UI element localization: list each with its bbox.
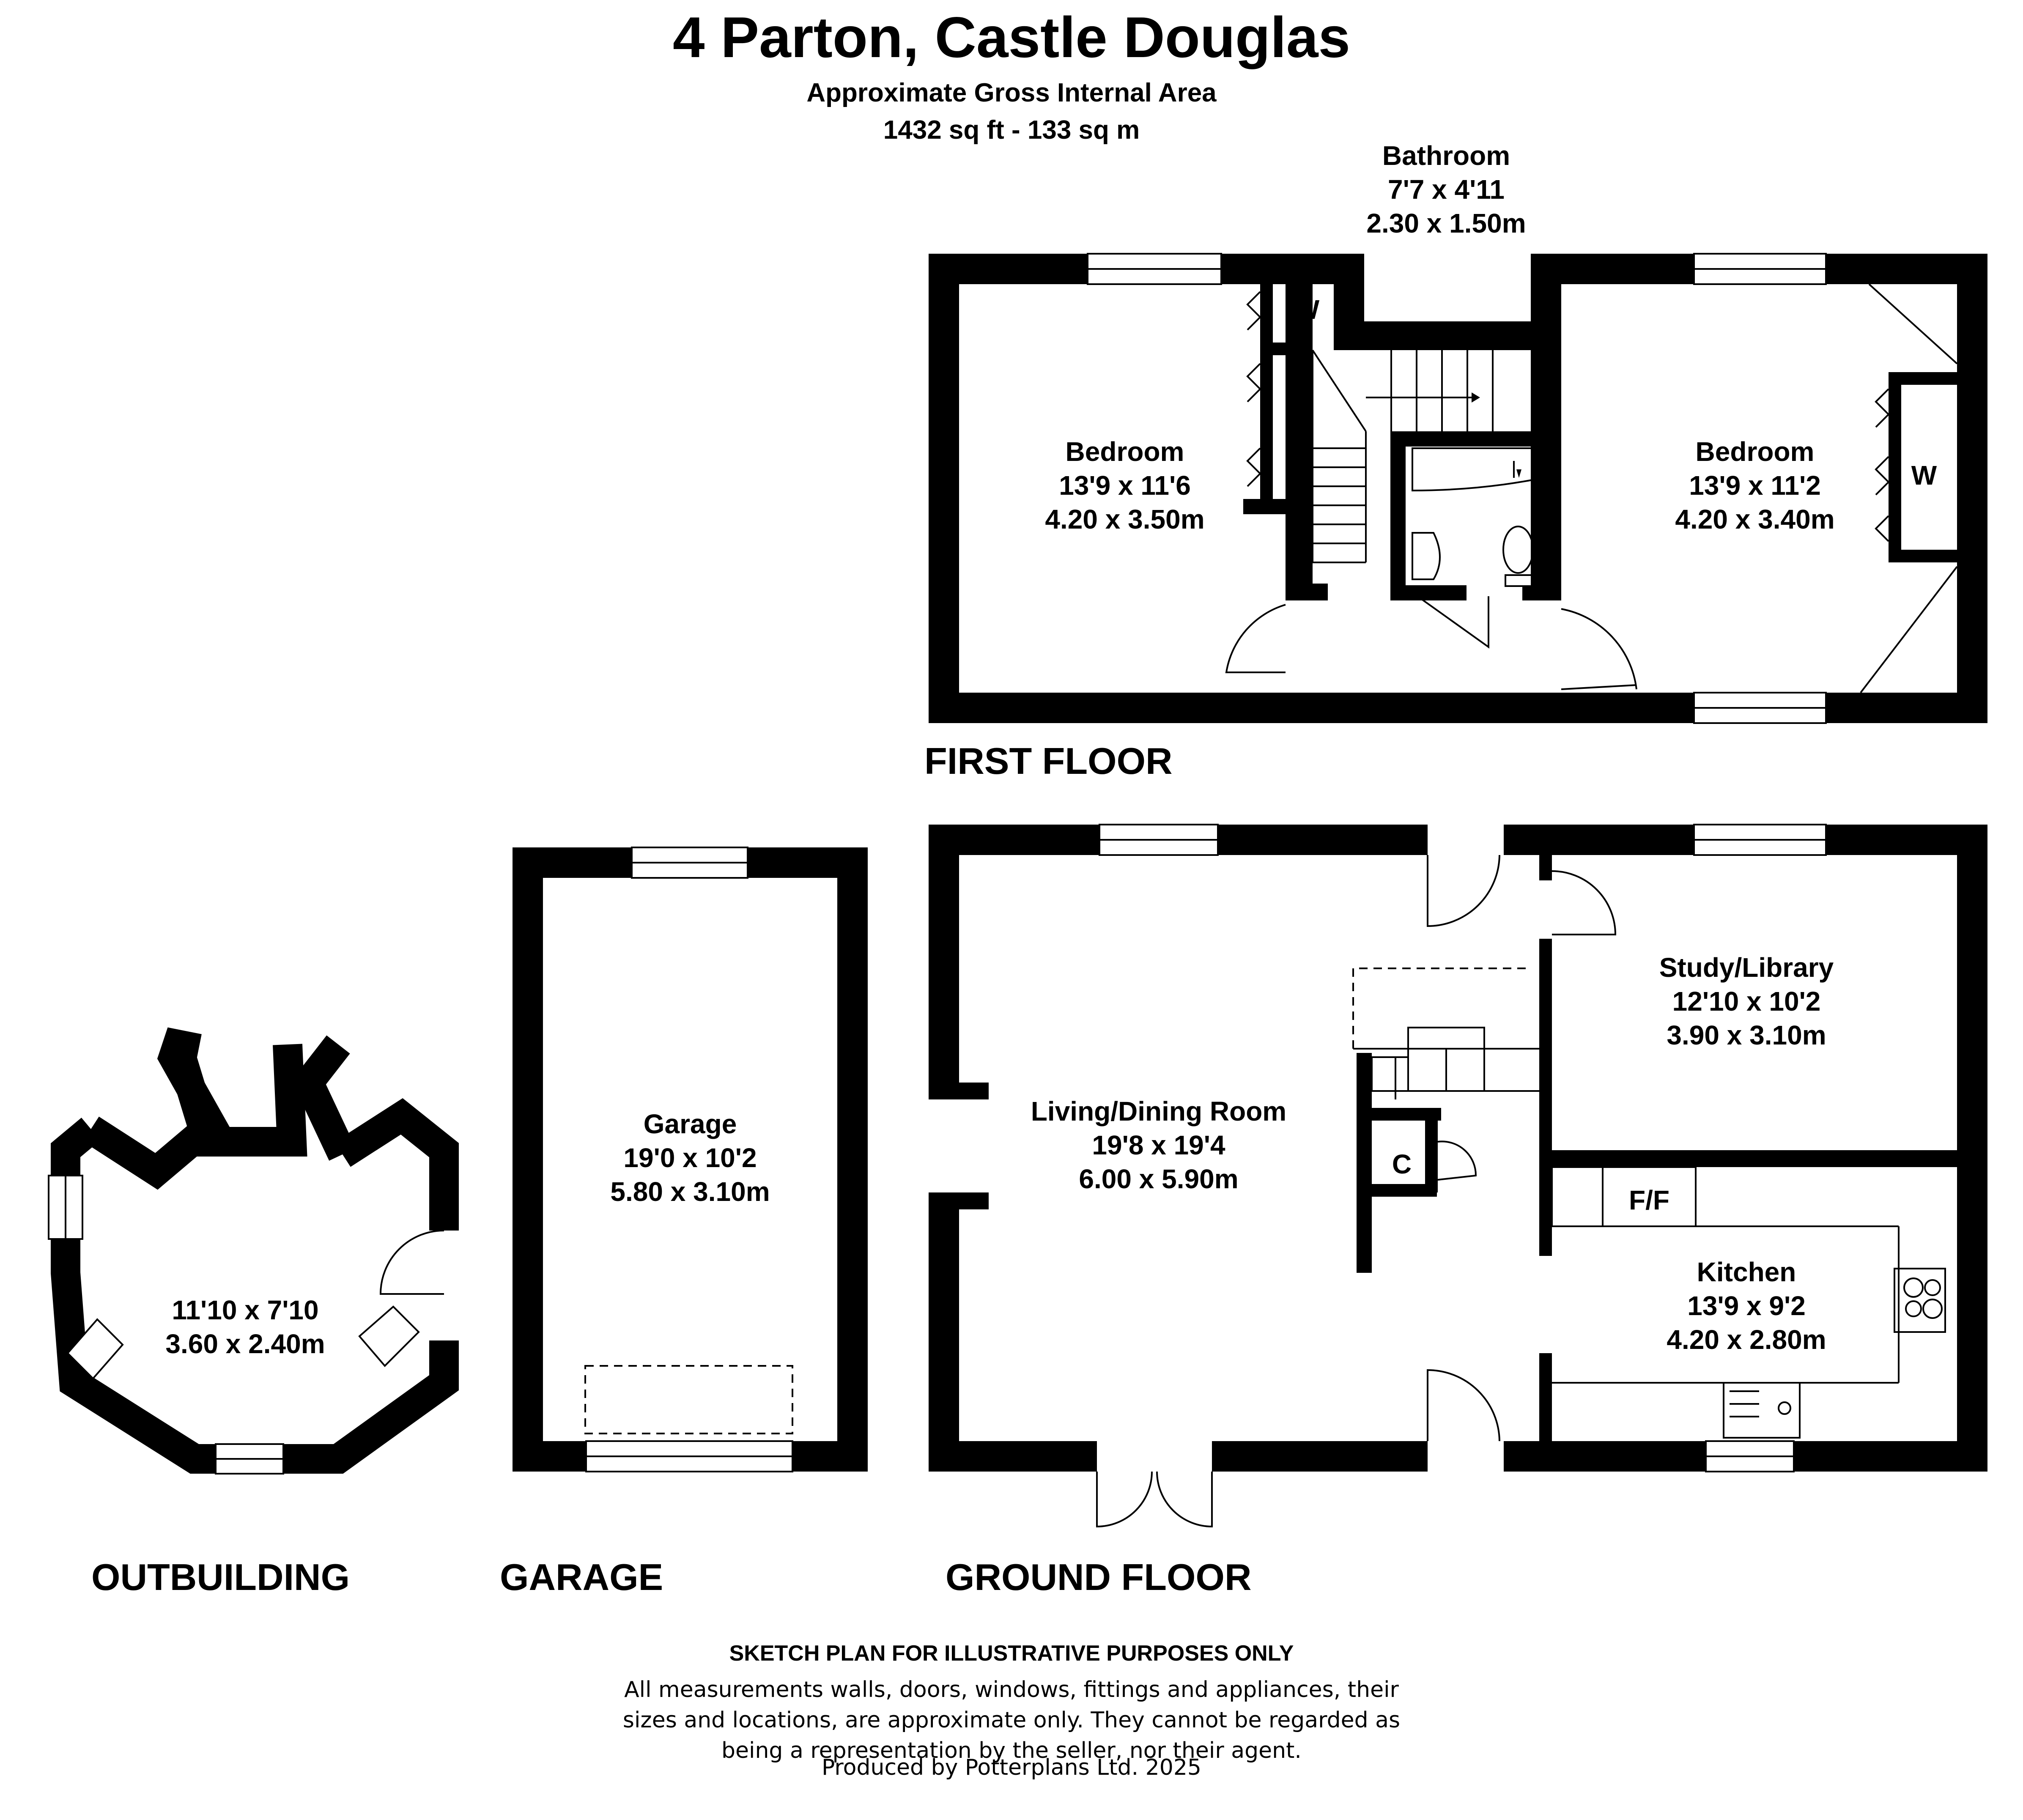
- garage-floor-label: GARAGE: [500, 1556, 663, 1598]
- kitchen-name: Kitchen: [1697, 1257, 1796, 1287]
- living-metric: 6.00 x 5.90m: [1079, 1164, 1238, 1194]
- disclaimer-line-2: sizes and locations, are approximate onl…: [622, 1708, 1401, 1733]
- ground-floor-plan: [929, 824, 1987, 1528]
- fridge-freezer-label: F/F: [1629, 1185, 1669, 1215]
- bedroom-left-name: Bedroom: [1066, 436, 1184, 467]
- bedroom-right-metric: 4.20 x 3.40m: [1675, 504, 1834, 534]
- disclaimer-title: SKETCH PLAN FOR ILLUSTRATIVE PURPOSES ON…: [729, 1641, 1294, 1666]
- bedroom-left-imperial: 13'9 x 11'6: [1059, 470, 1191, 501]
- wardrobe-label-right: W: [1911, 460, 1937, 491]
- outbuilding-plan: [48, 1027, 459, 1475]
- bedroom-left-metric: 4.20 x 3.50m: [1045, 504, 1204, 534]
- disclaimer: All measurements walls, doors, windows, …: [0, 1675, 2023, 1766]
- bathroom-metric: 2.30 x 1.50m: [1366, 208, 1526, 238]
- ground-floor-label: GROUND FLOOR: [946, 1556, 1252, 1598]
- study-metric: 3.90 x 3.10m: [1667, 1020, 1826, 1050]
- plan-title: 4 Parton, Castle Douglas: [672, 5, 1351, 69]
- kitchen-metric: 4.20 x 2.80m: [1667, 1324, 1826, 1355]
- producer-credit: Produced by Potterplans Ltd. 2025: [821, 1755, 1201, 1780]
- bathroom-imperial: 7'7 x 4'11: [1388, 174, 1505, 205]
- first-floor-label: FIRST FLOOR: [924, 740, 1173, 782]
- kitchen-imperial: 13'9 x 9'2: [1687, 1291, 1806, 1321]
- disclaimer-line-1: All measurements walls, doors, windows, …: [624, 1677, 1399, 1702]
- bedroom-right-imperial: 13'9 x 11'2: [1689, 470, 1821, 501]
- disclaimer-line-3: being a representation by the seller, no…: [721, 1738, 1302, 1763]
- garage-name: Garage: [644, 1109, 737, 1139]
- living-imperial: 19'8 x 19'4: [1092, 1130, 1225, 1160]
- cupboard-label: C: [1392, 1149, 1412, 1179]
- garage-metric: 5.80 x 3.10m: [610, 1176, 770, 1207]
- first-floor-plan: [929, 253, 1987, 724]
- garage-imperial: 19'0 x 10'2: [623, 1143, 757, 1173]
- outbuilding-imperial: 11'10 x 7'10: [172, 1295, 318, 1325]
- wardrobe-label-left: W: [1294, 294, 1320, 325]
- garage-plan: [513, 847, 868, 1472]
- living-name: Living/Dining Room: [1031, 1096, 1286, 1127]
- study-name: Study/Library: [1659, 952, 1834, 983]
- area-subtitle: Approximate Gross Internal Area: [806, 78, 1217, 107]
- study-imperial: 12'10 x 10'2: [1672, 986, 1821, 1017]
- outbuilding-floor-label: OUTBUILDING: [91, 1556, 350, 1598]
- area-value: 1432 sq ft - 133 sq m: [883, 115, 1140, 145]
- area-heading: Approximate Gross Internal Area 1432 sq …: [0, 74, 2023, 149]
- bedroom-right-name: Bedroom: [1696, 436, 1815, 467]
- outbuilding-metric: 3.60 x 2.40m: [165, 1329, 325, 1359]
- bathroom-name: Bathroom: [1382, 140, 1510, 171]
